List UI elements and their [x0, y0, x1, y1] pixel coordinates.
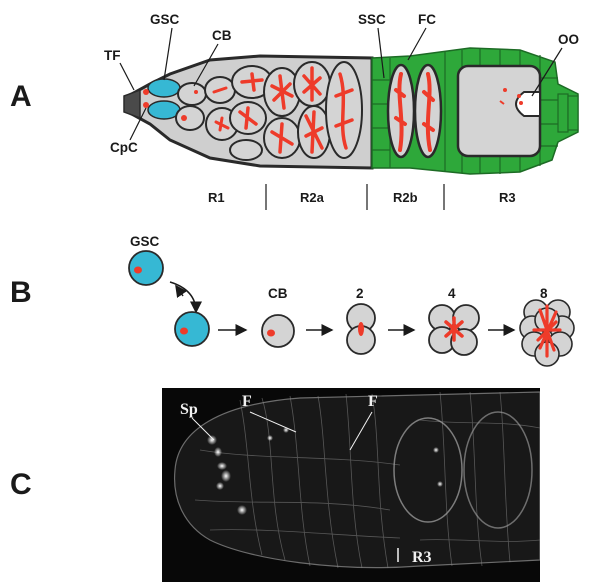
region-r2a: R2a	[300, 190, 325, 205]
leader-line	[249, 411, 297, 433]
fusome-dot	[519, 101, 523, 105]
fusome	[394, 72, 407, 152]
panel-b: B GSC CB 2 4 8	[10, 234, 575, 367]
stalk-cells	[557, 93, 579, 133]
fusome	[214, 116, 230, 132]
micrograph-texture	[173, 391, 540, 569]
leader-line	[377, 27, 385, 79]
stage-2: 2	[356, 286, 364, 301]
panel-a-label: A	[10, 80, 32, 113]
fusome	[422, 72, 435, 152]
region-r2b: R2b	[393, 190, 418, 205]
cystoblast	[177, 82, 207, 106]
label-r3-c: R3	[412, 549, 432, 566]
self-renewal-arrow	[175, 284, 187, 299]
leader-line	[129, 107, 147, 141]
label-gsc-b: GSC	[130, 234, 160, 249]
cyst-cell	[450, 328, 478, 356]
label-gsc: GSC	[150, 12, 180, 27]
fusome	[270, 122, 294, 154]
cystoblast	[175, 105, 205, 131]
cystoblast-b	[261, 314, 295, 348]
spectrosome	[180, 327, 188, 335]
cap-cell	[143, 89, 149, 95]
spectrosome	[134, 266, 142, 274]
fusome	[444, 316, 464, 342]
fusome-dot	[503, 88, 507, 92]
label-fc: FC	[418, 12, 436, 27]
leader-line	[163, 27, 173, 81]
fusome	[532, 304, 562, 358]
panel-a: A	[10, 12, 579, 210]
label-cb: CB	[212, 28, 232, 43]
stage-8: 8	[540, 286, 548, 301]
oocyte	[515, 91, 541, 117]
label-tf: TF	[104, 48, 121, 63]
fusome	[238, 106, 258, 130]
label-f1: F	[242, 393, 252, 410]
panel-b-label: B	[10, 276, 32, 309]
region-scale: R1 R2a R2b R3	[208, 184, 516, 210]
terminal-filament	[123, 88, 141, 120]
fusome-dot	[517, 94, 521, 98]
fusome	[212, 86, 228, 94]
fusome	[358, 322, 364, 336]
leader-line	[191, 417, 215, 441]
panel-c-label: C	[10, 468, 32, 501]
fusome	[302, 66, 322, 102]
fusome-dot	[181, 115, 187, 121]
stem-cell-b	[128, 250, 164, 286]
fusome	[270, 74, 294, 110]
fusome-dot	[499, 100, 505, 105]
stage-cb: CB	[268, 286, 288, 301]
self-renewal-arrow	[169, 281, 202, 314]
stage-4: 4	[448, 286, 456, 301]
label-cpc: CpC	[110, 140, 138, 155]
leader-line	[407, 27, 427, 61]
cap-cell	[143, 102, 149, 108]
fusome-dot	[194, 90, 198, 94]
region-r3: R3	[499, 190, 516, 205]
label-ssc: SSC	[358, 12, 386, 27]
fusome	[240, 72, 264, 92]
germline-stem-cell	[147, 78, 181, 98]
leader-line	[349, 411, 373, 451]
label-oo: OO	[558, 32, 579, 47]
daughter-stem-cell	[174, 311, 210, 347]
cyst-r1	[229, 139, 263, 161]
leader-line	[531, 47, 563, 97]
fusome	[304, 110, 324, 154]
spectrosome	[267, 329, 275, 337]
label-f2: F	[368, 393, 378, 410]
leader-line	[193, 43, 219, 87]
label-sp: Sp	[180, 401, 198, 418]
leader-line	[119, 62, 135, 91]
fusome	[334, 72, 354, 150]
region-r1: R1	[208, 190, 225, 205]
panel-c: C	[10, 388, 540, 582]
